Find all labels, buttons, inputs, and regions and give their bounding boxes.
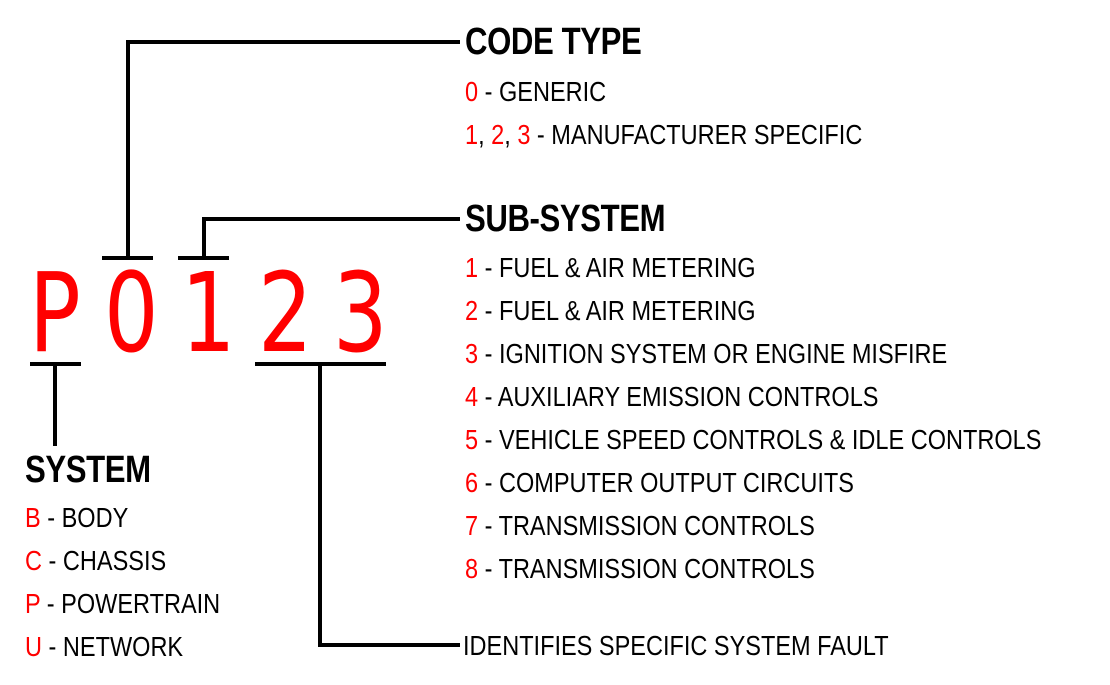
sub-system-list: 1 - FUEL & AIR METERING 2 - FUEL & AIR M…: [465, 246, 1110, 590]
list-item: 3 - IGNITION SYSTEM OR ENGINE MISFIRE: [465, 338, 948, 369]
list-item: U - NETWORK: [25, 631, 184, 662]
sub-system-connector-vertical: [202, 217, 206, 260]
fault-connector-vertical: [318, 362, 322, 647]
code-char-sub-system: 1: [181, 249, 236, 377]
system-list: B - BODY C - CHASSIS P - POWERTRAIN U - …: [25, 496, 257, 668]
code-char-code-type: 0: [104, 249, 159, 377]
code-type-desc: GENERIC: [498, 76, 607, 107]
list-item: 1, 2, 3 - MANUFACTURER SPECIFIC: [465, 119, 863, 150]
code-type-connector-horizontal: [126, 40, 460, 44]
list-item: 8 - TRANSMISSION CONTROLS: [465, 553, 815, 584]
list-item: 1 - FUEL & AIR METERING: [465, 252, 756, 283]
code-type-bracket: [102, 256, 153, 260]
list-item: 5 - VEHICLE SPEED CONTROLS & IDLE CONTRO…: [465, 424, 1042, 455]
system-connector-vertical: [53, 362, 57, 446]
fault-connector-horizontal: [318, 643, 460, 647]
fault-label: IDENTIFIES SPECIFIC SYSTEM FAULT: [463, 630, 889, 661]
list-item: 7 - TRANSMISSION CONTROLS: [465, 510, 815, 541]
list-item: P - POWERTRAIN: [25, 588, 221, 619]
code-type-connector-vertical: [126, 40, 130, 260]
code-char-fault-2: 3: [333, 249, 388, 377]
list-item: C - CHASSIS: [25, 545, 167, 576]
code-char-fault-1: 2: [258, 249, 313, 377]
code-type-title: CODE TYPE: [465, 21, 642, 63]
list-item: 0 - GENERIC: [465, 76, 607, 107]
code-type-key: 0: [465, 76, 479, 107]
list-item: 6 - COMPUTER OUTPUT CIRCUITS: [465, 467, 854, 498]
fault-list: IDENTIFIES SPECIFIC SYSTEM FAULT: [463, 624, 970, 667]
list-item: 2 - FUEL & AIR METERING: [465, 295, 756, 326]
code-type-desc: MANUFACTURER SPECIFIC: [551, 119, 863, 150]
system-title: SYSTEM: [25, 449, 151, 491]
list-item: B - BODY: [25, 502, 129, 533]
sub-system-connector-horizontal: [202, 217, 460, 221]
code-char-system: P: [29, 249, 81, 377]
list-item: 4 - AUXILIARY EMISSION CONTROLS: [465, 381, 879, 412]
code-type-list: 0 - GENERIC 1, 2, 3 - MANUFACTURER SPECI…: [465, 70, 938, 156]
sub-system-bracket: [178, 256, 229, 260]
sub-system-title: SUB-SYSTEM: [465, 198, 666, 240]
